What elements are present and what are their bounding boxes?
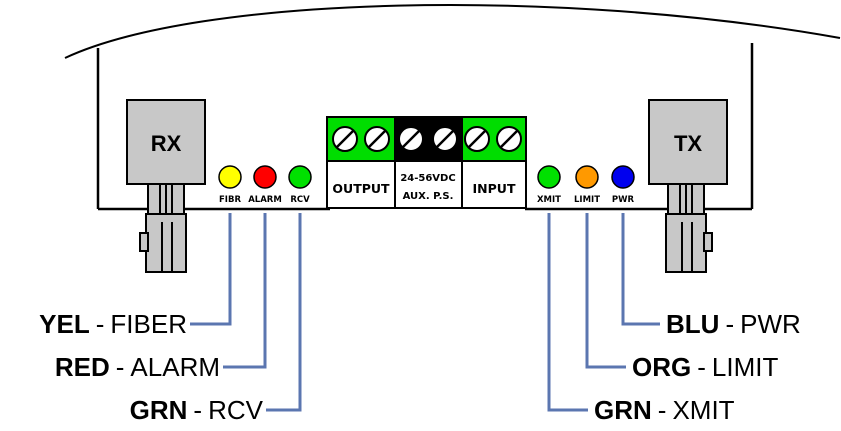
led-xmit: XMIT — [537, 165, 561, 205]
legend-fiber: YEL-FIBER — [39, 309, 187, 339]
rx-port: RX — [126, 99, 206, 273]
enclosure-top-curve — [64, 4, 841, 59]
leader-line-fibr — [190, 213, 232, 326]
led-pwr-label: PWR — [612, 195, 635, 205]
rx-port-label: RX — [151, 131, 182, 156]
rx-connector-body — [145, 213, 187, 273]
legend-alarm-sep: - — [116, 352, 125, 382]
tx-port-label: TX — [674, 131, 702, 156]
led-limit-label: LIMIT — [574, 195, 600, 205]
led-fibr-lamp — [218, 165, 242, 189]
legend-fiber-code: YEL — [39, 309, 90, 339]
led-limit: LIMIT — [574, 165, 600, 205]
leader-line-rcv — [266, 213, 302, 412]
legend-alarm: RED-ALARM — [55, 352, 220, 382]
legend-xmit-name: XMIT — [672, 395, 734, 425]
rx-connector-latch — [139, 232, 149, 252]
screw-icon — [332, 126, 358, 152]
screw-icon — [364, 126, 390, 152]
led-alarm-lamp — [253, 165, 277, 189]
power-terminal-label-line1: 24-56VDC — [400, 173, 455, 184]
leader-lines — [190, 213, 660, 412]
legend-xmit: GRN-XMIT — [594, 395, 735, 425]
legend-xmit-code: GRN — [594, 395, 652, 425]
led-alarm-label: ALARM — [248, 195, 282, 205]
terminal-block: OUTPUT 24-56VDC AUX. P.S. INPUT — [326, 116, 527, 209]
screw-icon — [432, 126, 458, 152]
power-terminal-label-line2: AUX. P.S. — [403, 191, 454, 202]
tx-port: TX — [648, 99, 728, 273]
input-terminal-label: INPUT — [473, 181, 516, 196]
leader-line-alarm — [223, 213, 267, 369]
legend-rcv-sep: - — [193, 395, 202, 425]
led-xmit-label: XMIT — [537, 195, 561, 205]
output-terminal-label: OUTPUT — [332, 181, 390, 196]
legend-limit-code: ORG — [632, 352, 691, 382]
legend-pwr-sep: - — [725, 309, 734, 339]
legend-pwr-code: BLU — [666, 309, 719, 339]
legend-limit-sep: - — [697, 352, 706, 382]
led-pwr: PWR — [611, 165, 635, 205]
leader-line-xmit — [547, 213, 588, 412]
tx-connector-body — [665, 213, 707, 273]
legend-xmit-sep: - — [658, 395, 667, 425]
legend-fiber-sep: - — [96, 309, 105, 339]
legend-limit: ORG-LIMIT — [632, 352, 778, 382]
rx-port-housing — [126, 99, 206, 185]
led-pwr-lamp — [611, 165, 635, 189]
tx-connector-latch — [703, 232, 713, 252]
leader-line-pwr — [621, 213, 660, 326]
screw-icon — [496, 126, 522, 152]
screw-icon — [464, 126, 490, 152]
legend-rcv-code: GRN — [130, 395, 188, 425]
legend-fiber-name: FIBER — [110, 309, 187, 339]
led-alarm: ALARM — [248, 165, 282, 205]
led-rcv-label: RCV — [290, 195, 310, 205]
screw-icon — [398, 126, 424, 152]
legend-alarm-name: ALARM — [130, 352, 220, 382]
led-fibr-label: FIBR — [219, 195, 241, 205]
led-rcv-lamp — [288, 165, 312, 189]
led-limit-lamp — [575, 165, 599, 189]
led-xmit-lamp — [537, 165, 561, 189]
led-fibr: FIBR — [218, 165, 242, 205]
led-rcv: RCV — [288, 165, 312, 205]
legend-rcv: GRN-RCV — [130, 395, 264, 425]
legend-limit-name: LIMIT — [712, 352, 779, 382]
legend-pwr-name: PWR — [740, 309, 801, 339]
leader-line-limit — [585, 213, 626, 369]
legend-rcv-name: RCV — [208, 395, 264, 425]
legend-alarm-code: RED — [55, 352, 110, 382]
legend-pwr: BLU-PWR — [666, 309, 801, 339]
